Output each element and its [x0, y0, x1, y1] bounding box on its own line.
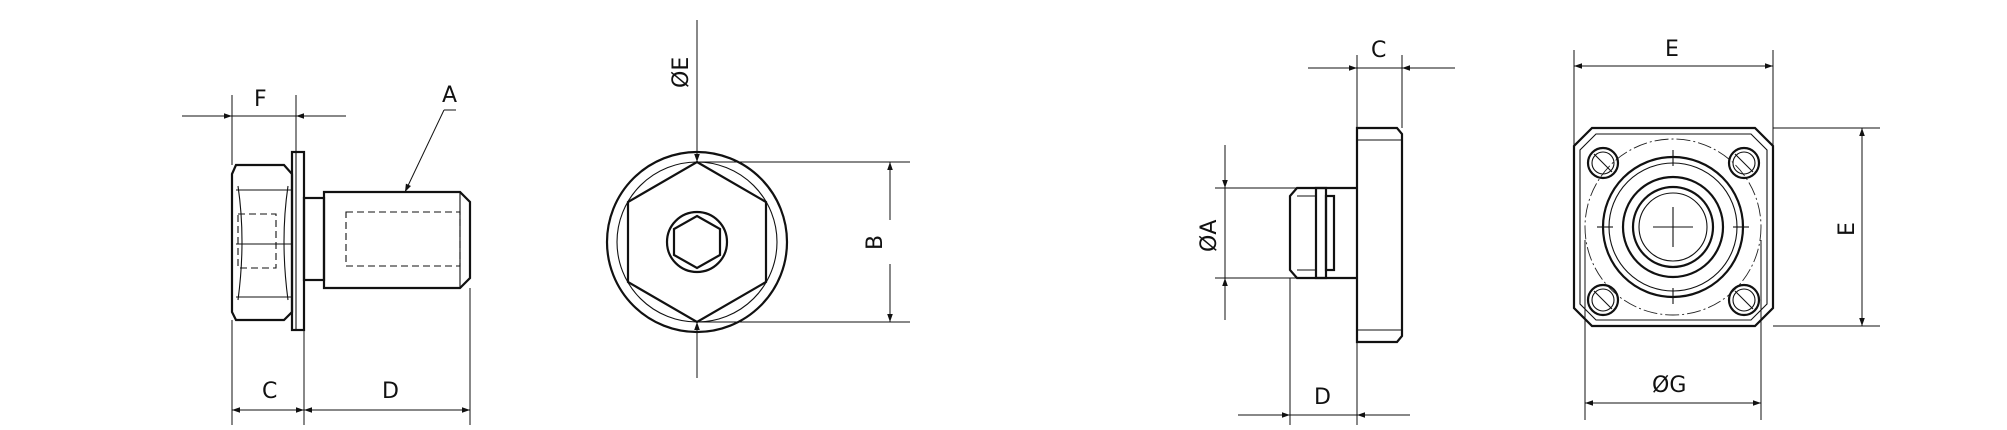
bolt-hole-top-right — [1727, 146, 1761, 180]
dim-label-phiG: ØG — [1652, 373, 1686, 398]
hex-head-outline — [230, 163, 294, 322]
view-front-square-flange: E E ØG — [1572, 37, 1880, 420]
inner-ring — [1621, 175, 1725, 279]
socket-circle — [665, 210, 729, 274]
spigot — [1288, 186, 1357, 280]
dim-label-C-top: C — [1371, 38, 1386, 63]
hidden-socket — [237, 213, 277, 269]
flange-plate — [1355, 126, 1404, 344]
bolt-circle — [1584, 138, 1762, 316]
bolt-hole-bottom-right — [1727, 283, 1761, 317]
dim-label-phiE: ØE — [669, 57, 694, 88]
hex-outline — [626, 160, 768, 324]
dim-label-D-bottom: D — [1314, 385, 1331, 410]
dim-label-E-side: E — [1835, 222, 1860, 236]
leader-label-A: A — [442, 83, 457, 108]
hidden-thread — [345, 211, 461, 267]
flange — [290, 150, 306, 332]
dim-label-phiA: ØA — [1197, 220, 1222, 252]
hex-socket — [672, 214, 722, 270]
dim-label-C: C — [262, 379, 277, 404]
view-side-flange: C ØA D — [1197, 38, 1455, 425]
view-side-bolt: F A C D — [182, 83, 472, 425]
square-flange-outline — [1572, 126, 1775, 328]
view-front-hex: ØE B — [605, 20, 910, 378]
outer-flange-circle — [605, 150, 789, 334]
bolt-hole-bottom-left — [1586, 283, 1620, 317]
neck — [302, 196, 326, 282]
dim-label-B: B — [863, 235, 888, 250]
bolt-hole-top-left — [1586, 146, 1620, 180]
dim-label-D: D — [382, 379, 399, 404]
dim-label-F: F — [254, 87, 267, 112]
dim-label-E-top: E — [1665, 37, 1679, 62]
